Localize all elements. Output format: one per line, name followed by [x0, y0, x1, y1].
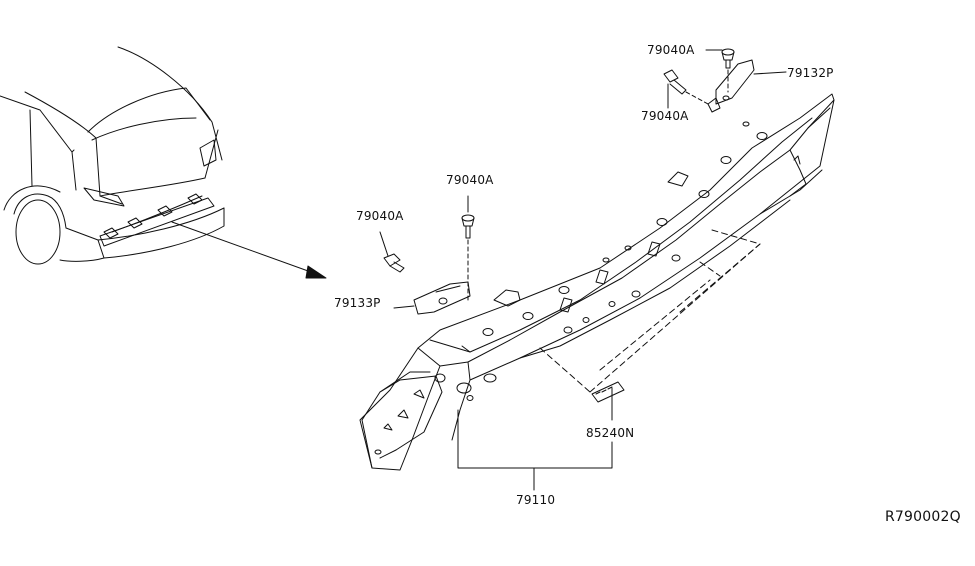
label-85240N: 85240N — [586, 426, 635, 440]
label-79133P: 79133P — [334, 296, 381, 310]
rear-panel-beam — [359, 93, 835, 471]
clip-85240N — [591, 381, 625, 421]
screw-79040A-top — [705, 48, 735, 93]
reference-code: R790002Q — [885, 509, 961, 525]
label-79040A-mid: 79040A — [446, 173, 494, 187]
vehicle-rear-illustration — [0, 46, 327, 279]
screw-79040A-mid — [461, 195, 475, 301]
bracket-79133P — [393, 281, 471, 315]
callout-79110-bracket — [457, 409, 613, 491]
label-79040A-top: 79040A — [647, 43, 695, 57]
bolt-79040A-left — [379, 231, 405, 273]
bracket-79132P — [707, 59, 787, 113]
label-79110: 79110 — [516, 493, 556, 507]
beam-clip-left — [493, 171, 689, 307]
bolt-79040A-right — [663, 69, 709, 109]
label-79040A-left: 79040A — [356, 209, 404, 223]
label-79132P: 79132P — [787, 66, 834, 80]
label-79040A-right: 79040A — [641, 109, 689, 123]
dashed-leaders — [539, 229, 761, 393]
